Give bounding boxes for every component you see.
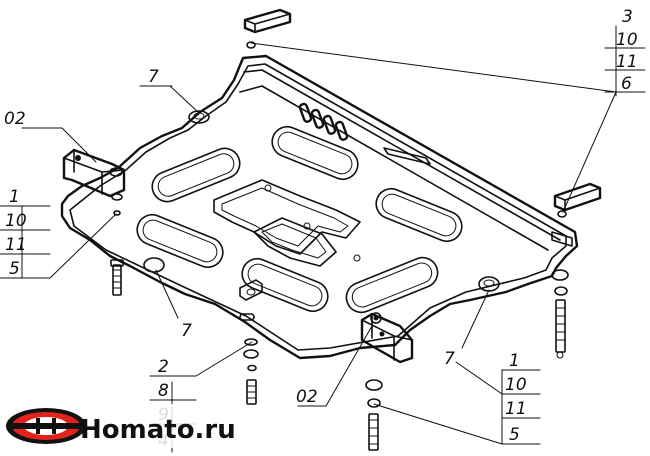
vent-slots <box>298 102 349 141</box>
callout-right-3: 11 <box>505 399 527 419</box>
bolt-right <box>554 286 568 359</box>
callout-top-right-3: 11 <box>616 52 638 72</box>
reinforcement-ribs <box>136 125 463 314</box>
callout-right-1: 1 <box>509 351 520 371</box>
callout-seven-top: 7 <box>148 67 159 87</box>
bolt-bottom-right <box>365 379 383 451</box>
bolt-left <box>110 193 124 296</box>
bracket-top <box>243 8 292 49</box>
callout-center-2: 8 <box>158 381 169 401</box>
plate-right-tab <box>551 231 573 247</box>
callouts: 3 10 11 6 7 02 1 10 11 5 7 7 2 8 9 4 02 … <box>4 7 638 451</box>
skid-plate <box>60 54 579 360</box>
bolt-bottom-center <box>243 338 259 405</box>
plate-rear-slot <box>383 147 431 165</box>
plate-inner-edge <box>69 63 567 351</box>
plate-outline <box>60 54 579 360</box>
callout-seven-bottom-right: 7 <box>444 349 455 369</box>
bracket-left-02 <box>62 148 126 198</box>
callout-top-right-4: 6 <box>621 74 632 94</box>
callout-02-left: 02 <box>4 109 26 129</box>
callout-right-4: 5 <box>509 425 520 445</box>
center-serpentine-rib <box>213 179 361 255</box>
leader-lines <box>0 25 646 453</box>
bracket-bottom-small <box>239 279 263 301</box>
callout-center-1: 2 <box>158 357 169 377</box>
bracket-bottom-02 <box>360 312 414 364</box>
callout-seven-bottom-left: 7 <box>181 321 192 341</box>
callout-top-right-1: 3 <box>622 7 633 27</box>
bracket-right <box>553 182 602 218</box>
homato-logo: Homato.ru <box>4 404 236 448</box>
callout-left-3: 11 <box>5 235 27 255</box>
callout-right-2: 10 <box>505 375 527 395</box>
logo-text: Homato.ru <box>80 415 236 445</box>
callout-left-2: 10 <box>5 211 27 231</box>
logo-emblem-icon <box>6 408 86 444</box>
callout-02-bottom: 02 <box>296 387 318 407</box>
callout-top-right-2: 10 <box>616 30 638 50</box>
callout-left-4: 5 <box>9 259 20 279</box>
callout-left-1: 1 <box>9 187 20 207</box>
bracket-hole <box>75 155 81 161</box>
plate-top-flange <box>239 69 561 251</box>
